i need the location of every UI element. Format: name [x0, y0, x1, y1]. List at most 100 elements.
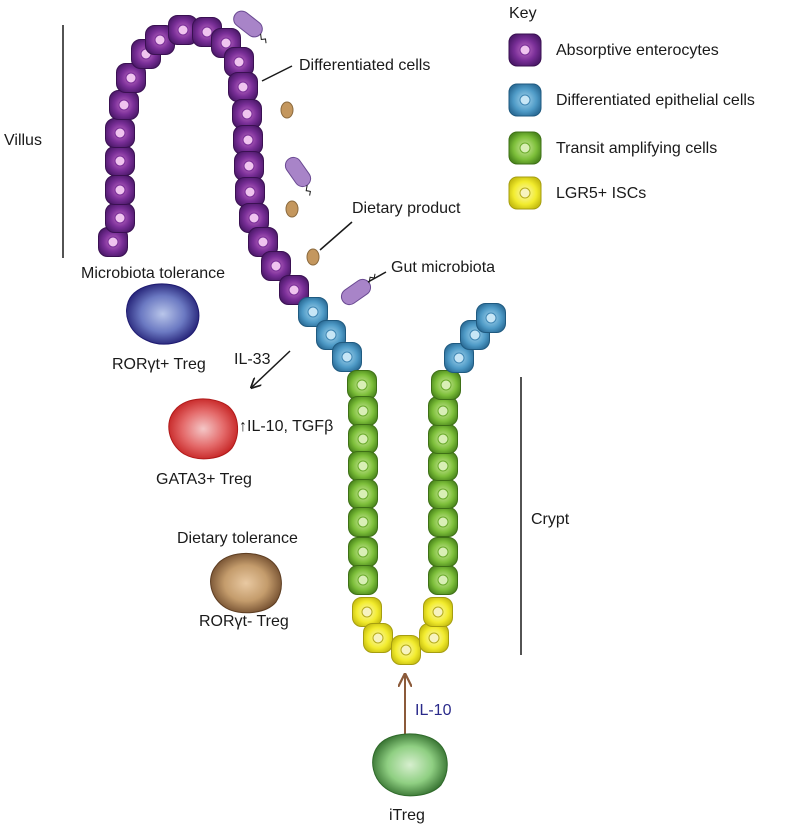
- absorptive-enterocyte-nucleus: [114, 155, 126, 167]
- microbe-1: [233, 10, 267, 44]
- differentiated-epithelial-cell-nucleus: [341, 351, 353, 363]
- transit-amplifying-cell-nucleus: [357, 460, 369, 472]
- absorptive-enterocyte-nucleus: [114, 184, 126, 196]
- differentiated-epithelial-cell-nucleus: [485, 312, 497, 324]
- absorptive-enterocyte: [232, 99, 262, 129]
- il33-label: IL-33: [234, 351, 271, 368]
- lgr5-isc-nucleus: [372, 632, 384, 644]
- lgr5-isc-nucleus: [428, 632, 440, 644]
- key-label-lgr5: LGR5+ ISCs: [556, 185, 646, 202]
- transit-amplifying-cell-nucleus: [440, 379, 452, 391]
- villus-label: Villus: [4, 132, 42, 149]
- absorptive-enterocyte-nucleus: [118, 99, 130, 111]
- key-label-transit: Transit amplifying cells: [556, 140, 717, 157]
- gata3-treg-cell: [168, 398, 238, 460]
- differentiated-cells-label: Differentiated cells: [299, 57, 430, 74]
- absorptive-enterocyte: [168, 15, 198, 45]
- transit-amplifying-cell-nucleus: [357, 574, 369, 586]
- lgr5-isc: [419, 623, 449, 653]
- differentiated-cells-leader: [261, 65, 293, 82]
- rorgt-neg-treg-label: RORγt- Treg: [199, 613, 289, 630]
- absorptive-enterocyte: [239, 203, 269, 233]
- absorptive-enterocyte: [105, 203, 135, 233]
- transit-amplifying-cell-nucleus: [356, 379, 368, 391]
- absorptive-enterocyte: [105, 175, 135, 205]
- transit-amplifying-cell-nucleus: [437, 546, 449, 558]
- gut-microbiota-label: Gut microbiota: [391, 259, 495, 276]
- absorptive-enterocyte: [116, 63, 146, 93]
- absorptive-enterocyte: [279, 275, 309, 305]
- absorptive-enterocyte-nucleus: [242, 134, 254, 146]
- lgr5-isc: [352, 597, 382, 627]
- differentiated-epithelial-cell-nucleus: [325, 329, 337, 341]
- transit-amplifying-cell-nucleus: [437, 460, 449, 472]
- dietary-tolerance-label: Dietary tolerance: [177, 530, 298, 547]
- transit-amplifying-cell-nucleus: [357, 546, 369, 558]
- absorptive-enterocyte-nucleus: [237, 81, 249, 93]
- absorptive-enterocyte-nucleus: [257, 236, 269, 248]
- lgr5-isc: [423, 597, 453, 627]
- transit-amplifying-cell: [348, 537, 378, 567]
- absorptive-enterocyte-nucleus: [220, 37, 232, 49]
- differentiated-epithelial-cell-nucleus: [453, 352, 465, 364]
- transit-amplifying-cell: [431, 370, 461, 400]
- absorptive-enterocyte-nucleus: [114, 127, 126, 139]
- microbiota-tolerance-label: Microbiota tolerance: [81, 265, 225, 282]
- differentiated-epithelial-cell: [298, 297, 328, 327]
- transit-amplifying-cell-nucleus: [357, 488, 369, 500]
- differentiated-epithelial-cell-nucleus: [469, 329, 481, 341]
- transit-amplifying-cell: [348, 565, 378, 595]
- transit-amplifying-cell: [348, 507, 378, 537]
- absorptive-enterocyte: [105, 118, 135, 148]
- epithelium: [98, 15, 506, 665]
- lgr5-isc-nucleus: [432, 606, 444, 618]
- microbe-3: [340, 273, 376, 306]
- dietary-particle-2: [285, 200, 299, 218]
- absorptive-enterocyte: [248, 227, 278, 257]
- key-label-absorptive: Absorptive enterocytes: [556, 42, 719, 59]
- absorptive-enterocyte: [105, 146, 135, 176]
- absorptive-enterocyte-nucleus: [288, 284, 300, 296]
- absorptive-enterocyte: [233, 125, 263, 155]
- differentiated-epithelial-cell-nucleus: [307, 306, 319, 318]
- rorgt-pos-treg-cell: [126, 283, 200, 345]
- transit-amplifying-cell-nucleus: [437, 574, 449, 586]
- differentiated-epithelial-cell: [444, 343, 474, 373]
- absorptive-enterocyte-nucleus: [125, 72, 137, 84]
- gata3-treg-label: GATA3+ Treg: [156, 471, 252, 488]
- transit-amplifying-cell: [347, 370, 377, 400]
- microbe-2: [284, 156, 312, 196]
- absorptive-enterocyte: [261, 251, 291, 281]
- lgr5-isc-nucleus: [361, 606, 373, 618]
- il10-label: IL-10: [415, 702, 452, 719]
- lgr5-isc: [391, 635, 421, 665]
- transit-amplifying-cell-nucleus: [437, 433, 449, 445]
- absorptive-enterocyte-nucleus: [248, 212, 260, 224]
- il10-tgfb-label: ↑IL-10, TGFβ: [239, 418, 333, 435]
- crypt-label: Crypt: [531, 511, 570, 528]
- absorptive-enterocyte: [235, 177, 265, 207]
- key-swatch-absorptive-nucleus: [519, 44, 531, 56]
- transit-amplifying-cell-nucleus: [357, 405, 369, 417]
- transit-amplifying-cell: [428, 424, 458, 454]
- absorptive-enterocyte-nucleus: [233, 56, 245, 68]
- transit-amplifying-cell: [428, 451, 458, 481]
- lgr5-isc: [363, 623, 393, 653]
- transit-amplifying-cell: [348, 479, 378, 509]
- rorgt-neg-treg-cell: [210, 552, 282, 614]
- key-legend: Key Absorptive enterocytes Differentiate…: [508, 5, 755, 210]
- dietary-particle-1: [280, 101, 294, 119]
- absorptive-enterocyte: [228, 72, 258, 102]
- absorptive-enterocyte-nucleus: [243, 160, 255, 172]
- transit-amplifying-cell: [428, 479, 458, 509]
- transit-amplifying-cell-nucleus: [437, 405, 449, 417]
- absorptive-enterocyte: [109, 90, 139, 120]
- absorptive-enterocyte: [234, 151, 264, 181]
- absorptive-enterocyte-nucleus: [241, 108, 253, 120]
- il33-arrow: [252, 350, 291, 387]
- transit-amplifying-cell-nucleus: [357, 516, 369, 528]
- transit-amplifying-cell: [348, 396, 378, 426]
- differentiated-epithelial-cell: [316, 320, 346, 350]
- absorptive-enterocyte-nucleus: [154, 34, 166, 46]
